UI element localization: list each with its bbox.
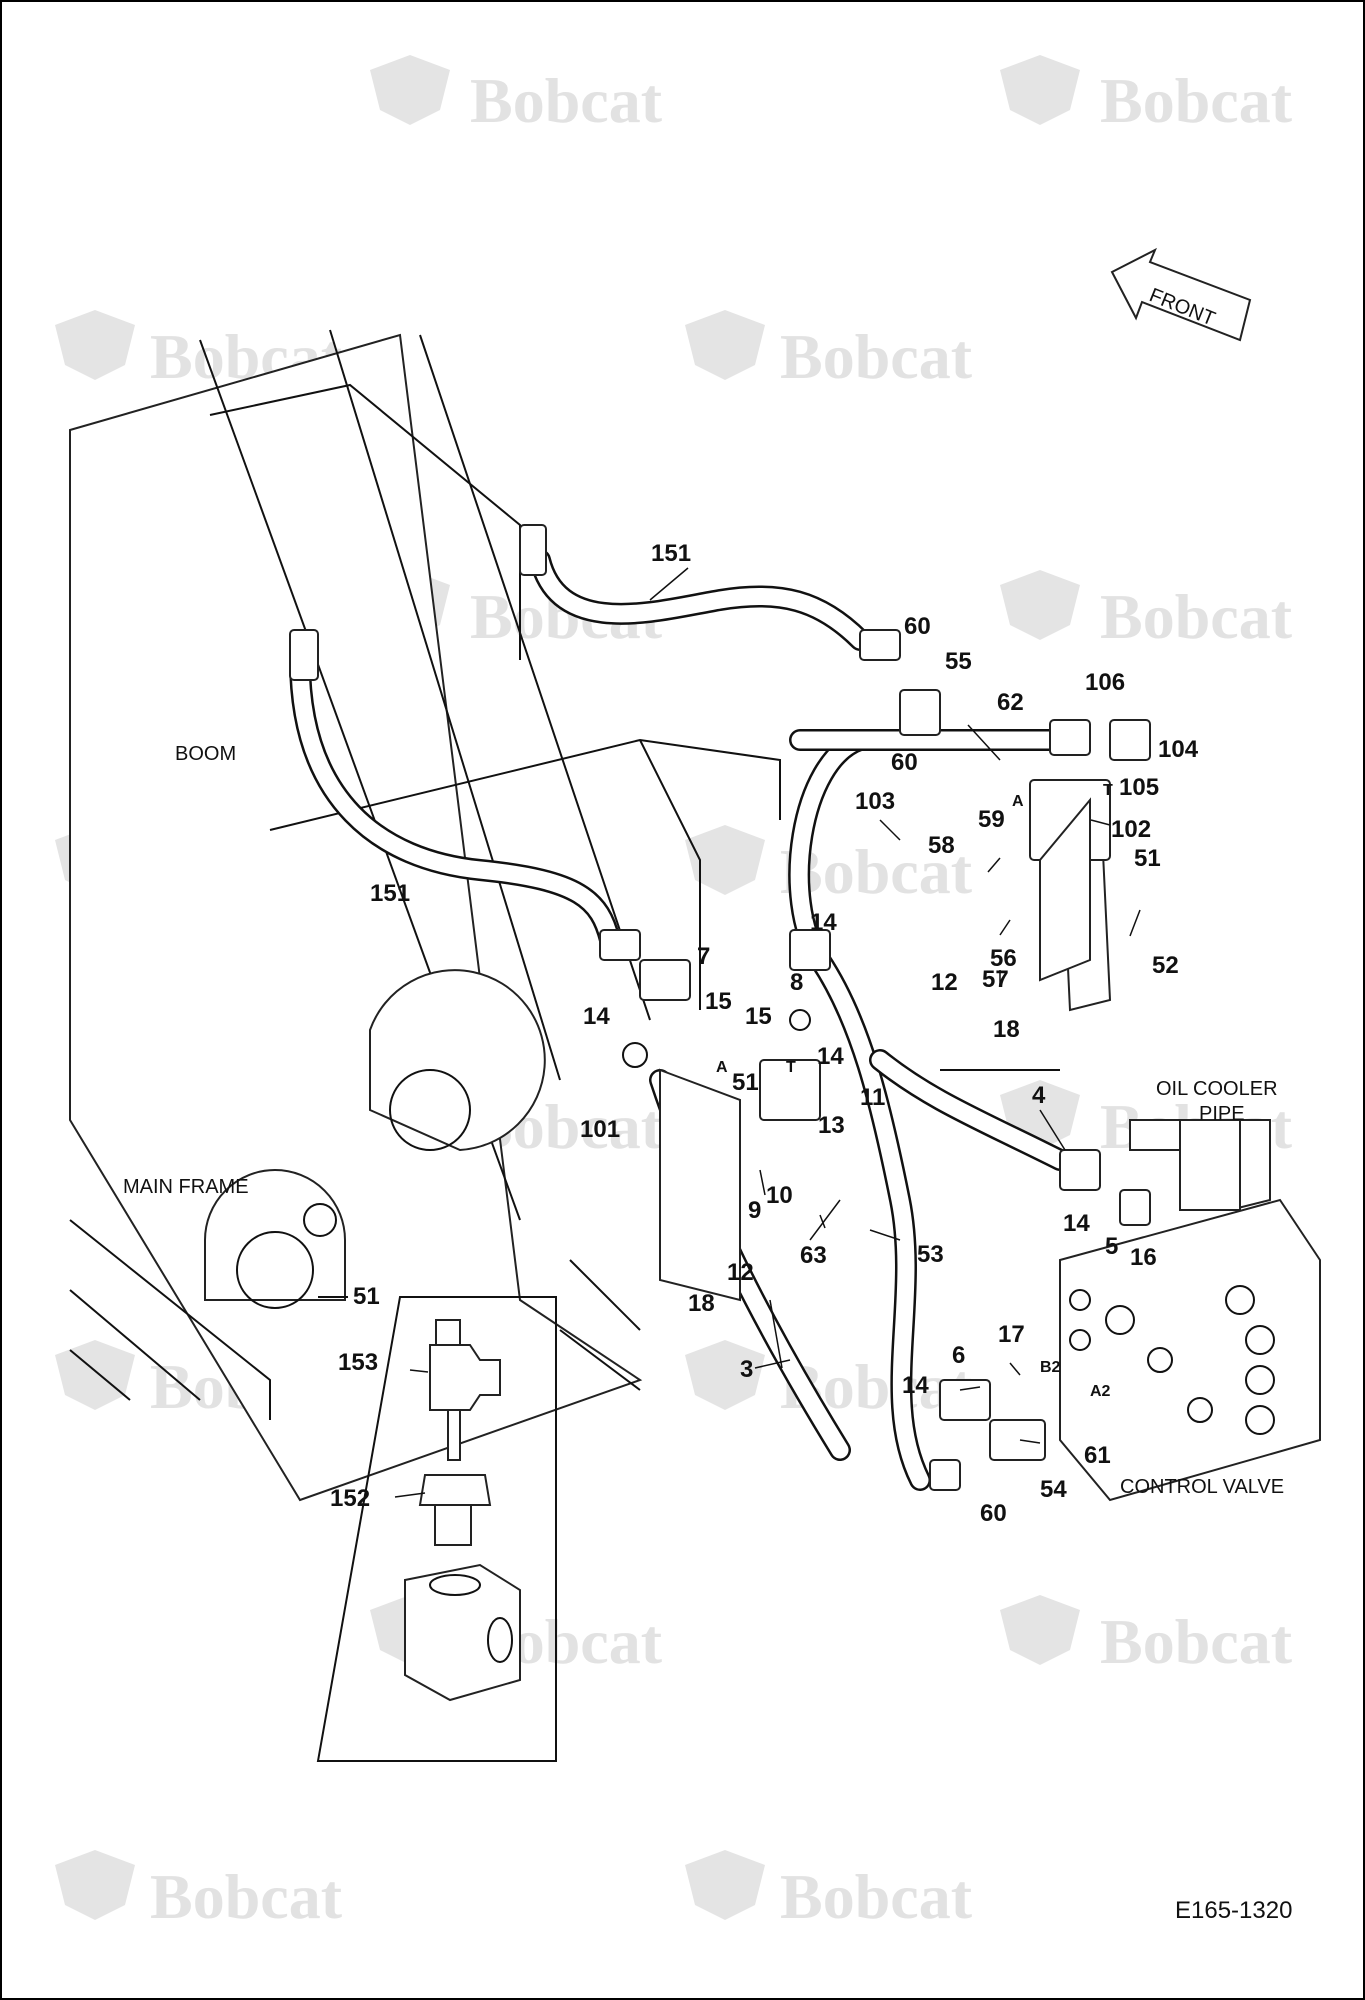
- callout-101: 101: [580, 1116, 620, 1143]
- callout-54: 54: [1040, 1476, 1067, 1503]
- callout-12: 12: [727, 1259, 754, 1286]
- callout-14: 14: [817, 1043, 844, 1070]
- callout-63: 63: [800, 1242, 827, 1269]
- watermark-logo: Bobcat: [1000, 55, 1293, 136]
- callout-151: 151: [651, 540, 691, 567]
- callout-60: 60: [980, 1500, 1007, 1527]
- callout-17: 17: [998, 1321, 1025, 1348]
- callout-153: 153: [338, 1349, 378, 1376]
- callout-7: 7: [697, 943, 710, 970]
- callout-61: 61: [1084, 1442, 1111, 1469]
- front-arrow: FRONT: [1110, 247, 1252, 342]
- callout-51: 51: [732, 1069, 759, 1096]
- callout-105: 105: [1119, 774, 1159, 801]
- callout-16: 16: [1130, 1244, 1157, 1271]
- callout-6: 6: [952, 1342, 965, 1369]
- callout-57: 57: [982, 966, 1009, 993]
- boom-structure: [69, 329, 1112, 1502]
- port-a2: A2: [1090, 1383, 1111, 1400]
- port-a-lower: A: [716, 1059, 728, 1076]
- watermark-text: Bobcat: [780, 321, 973, 392]
- callout-51: 51: [1134, 845, 1161, 872]
- port-b2: B2: [1040, 1359, 1061, 1376]
- watermark-logo: Bobcat: [685, 1340, 973, 1422]
- leader-lines: [649, 567, 1141, 1444]
- callout-11: 11: [860, 1084, 885, 1111]
- callout-10: 10: [766, 1182, 793, 1209]
- oil-cooler-pipe-label: PIPE: [1199, 1103, 1245, 1125]
- watermark-logo: Bobcat: [55, 310, 343, 392]
- watermark-text: Bobcat: [1100, 581, 1293, 652]
- oil-cooler-label: OIL COOLER: [1156, 1078, 1278, 1100]
- watermark-text: Bobcat: [150, 1861, 343, 1932]
- callout-60: 60: [891, 749, 918, 776]
- callout-52: 52: [1152, 952, 1179, 979]
- inset-detail-51: [316, 1296, 557, 1762]
- watermark-logo: Bobcat: [1000, 1595, 1293, 1677]
- callout-55: 55: [945, 648, 972, 675]
- watermark-text: Bobcat: [780, 836, 973, 907]
- callout-102: 102: [1111, 816, 1151, 843]
- callout-106: 106: [1085, 669, 1125, 696]
- callout-12: 12: [931, 969, 958, 996]
- watermark-text: Bobcat: [470, 65, 663, 136]
- callout-8: 8: [790, 969, 803, 996]
- callout-18: 18: [993, 1016, 1020, 1043]
- callout-15: 15: [745, 1003, 772, 1030]
- watermark-logo: Bobcat: [685, 825, 973, 907]
- callout-60: 60: [904, 613, 931, 640]
- watermark-logo: Bobcat: [685, 310, 973, 392]
- port-a-upper: A: [1012, 793, 1024, 810]
- callout-104: 104: [1158, 736, 1199, 763]
- control-valve-label: CONTROL VALVE: [1120, 1476, 1284, 1498]
- callout-14: 14: [583, 1003, 610, 1030]
- callout-4: 4: [1032, 1082, 1046, 1109]
- watermark-text: Bobcat: [780, 1861, 973, 1932]
- callout-62: 62: [997, 689, 1024, 716]
- callout-14: 14: [902, 1372, 929, 1399]
- callout-14: 14: [1063, 1210, 1090, 1237]
- watermark-logo: Bobcat: [685, 1850, 973, 1932]
- callout-51: 51: [353, 1283, 380, 1310]
- boom-label: BOOM: [175, 743, 236, 765]
- fittings: [289, 524, 1151, 1491]
- watermark-logo: Bobcat: [1000, 570, 1293, 652]
- drawing-number: E165-1320: [1175, 1897, 1292, 1924]
- watermark-text: Bobcat: [1100, 1606, 1293, 1677]
- callout-53: 53: [917, 1241, 944, 1268]
- control-valve: [1059, 1119, 1321, 1502]
- callout-18: 18: [688, 1290, 715, 1317]
- callout-58: 58: [928, 832, 955, 859]
- callout-15: 15: [705, 988, 732, 1015]
- callout-14: 14: [810, 909, 837, 936]
- watermark-logo: Bobcat: [55, 1850, 343, 1932]
- callout-56: 56: [990, 945, 1017, 972]
- callout-9: 9: [748, 1197, 761, 1224]
- callout-5: 5: [1105, 1233, 1118, 1260]
- callout-152: 152: [330, 1485, 370, 1512]
- main-frame-label: MAIN FRAME: [123, 1176, 249, 1198]
- callout-151: 151: [370, 880, 410, 907]
- port-t-lower: T: [786, 1059, 796, 1076]
- callout-103: 103: [855, 788, 895, 815]
- callout-59: 59: [978, 806, 1005, 833]
- callout-13: 13: [818, 1112, 845, 1139]
- port-t-upper: T: [1103, 782, 1113, 799]
- watermark-text: Bobcat: [1100, 65, 1293, 136]
- callout-3: 3: [740, 1356, 753, 1383]
- watermark-logo: Bobcat: [370, 55, 663, 136]
- callouts: 151 151 60 55 60 62 106 104 105 103 102 …: [330, 540, 1199, 1527]
